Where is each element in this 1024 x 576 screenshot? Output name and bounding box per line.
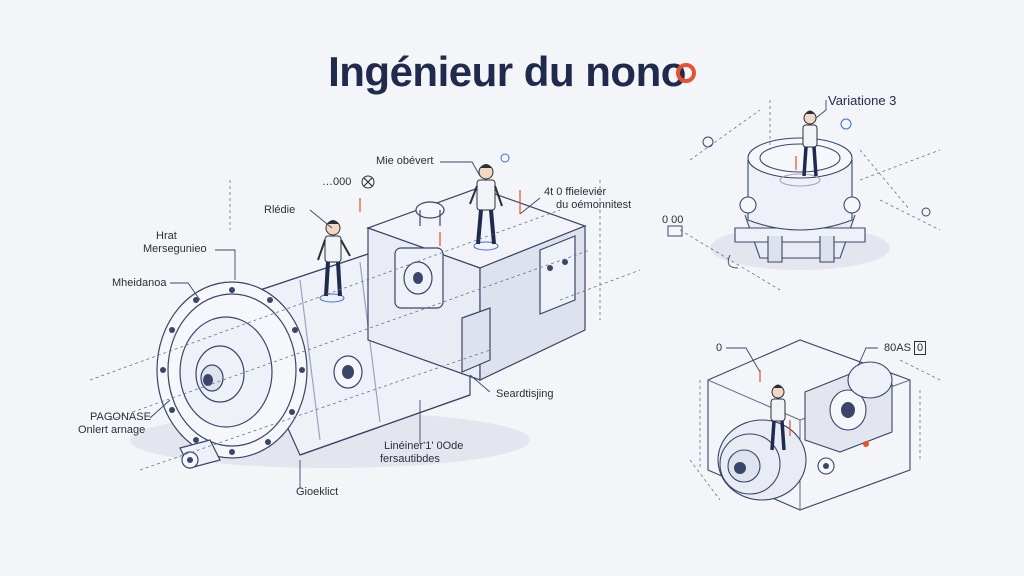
gearbox-knob <box>415 201 445 219</box>
label-side-ref: 0 00 <box>662 214 684 226</box>
label-ffiere-2: du oémonnitest <box>556 199 632 211</box>
label-paginase-2: Onlert arnage <box>78 424 146 436</box>
main-accent-markers <box>359 153 521 246</box>
vessel-leader-lines <box>727 100 827 269</box>
flange-bolts <box>160 287 305 455</box>
worker-figure-4 <box>770 384 786 451</box>
vessel-body <box>747 160 853 231</box>
vessel-markers <box>667 118 931 237</box>
motor-dimension-lines <box>689 359 941 501</box>
cylinder-bottom-edge <box>299 394 471 456</box>
front-hub <box>195 345 245 403</box>
title-ring-icon <box>675 62 696 83</box>
motor-box-assembly <box>707 339 911 511</box>
label-paginase-1: PAGONASE <box>90 411 151 423</box>
label-ref-left: …000 <box>322 176 352 188</box>
worker-figure-1 <box>317 220 351 303</box>
label-mersegoneo: Mersegunieo <box>143 243 207 255</box>
main-dimension-lines <box>89 180 641 471</box>
label-bottom-o: 0 <box>716 342 723 354</box>
front-flange-ring <box>167 293 297 447</box>
label-bottom-ref-badge: 0 <box>913 341 927 355</box>
label-mheidanoa: Mheidanoa <box>112 277 167 289</box>
main-leader-lines <box>149 161 541 488</box>
label-bottom-ref-text: 80AS <box>884 342 911 354</box>
vessel-lid <box>747 137 853 179</box>
vessel-assembly <box>710 137 890 270</box>
label-variation: Variatione 3 <box>828 93 897 108</box>
main-machine <box>130 187 587 469</box>
gearbox-leg <box>461 307 491 373</box>
label-mie-obevert: Mie obévert <box>376 155 434 167</box>
label-ffiere-1: 4t 0 ffielevier <box>544 186 607 198</box>
motor-leader-lines <box>726 347 878 373</box>
worker-figure-2 <box>469 164 503 251</box>
label-lineier-1: Linéiner'1' 0Ode <box>384 440 464 452</box>
label-reddie: Rlédie <box>264 204 296 216</box>
label-hrat: Hrat <box>156 230 177 242</box>
label-lineier-2: fersautibdes <box>380 453 440 465</box>
front-flange-inner <box>179 316 273 428</box>
page-title-text: Ingénieur du nono <box>328 48 686 95</box>
vessel-dimension-lines <box>679 100 941 291</box>
label-bottom-ref: 80AS 0 <box>884 341 927 355</box>
motor-markers <box>759 370 869 447</box>
label-sardifing: Seardtisjing <box>496 388 554 400</box>
page-title: Ingénieur du nono <box>0 48 1024 96</box>
worker-figure-3 <box>802 110 818 177</box>
label-gooktict: Gioeklict <box>296 486 339 498</box>
